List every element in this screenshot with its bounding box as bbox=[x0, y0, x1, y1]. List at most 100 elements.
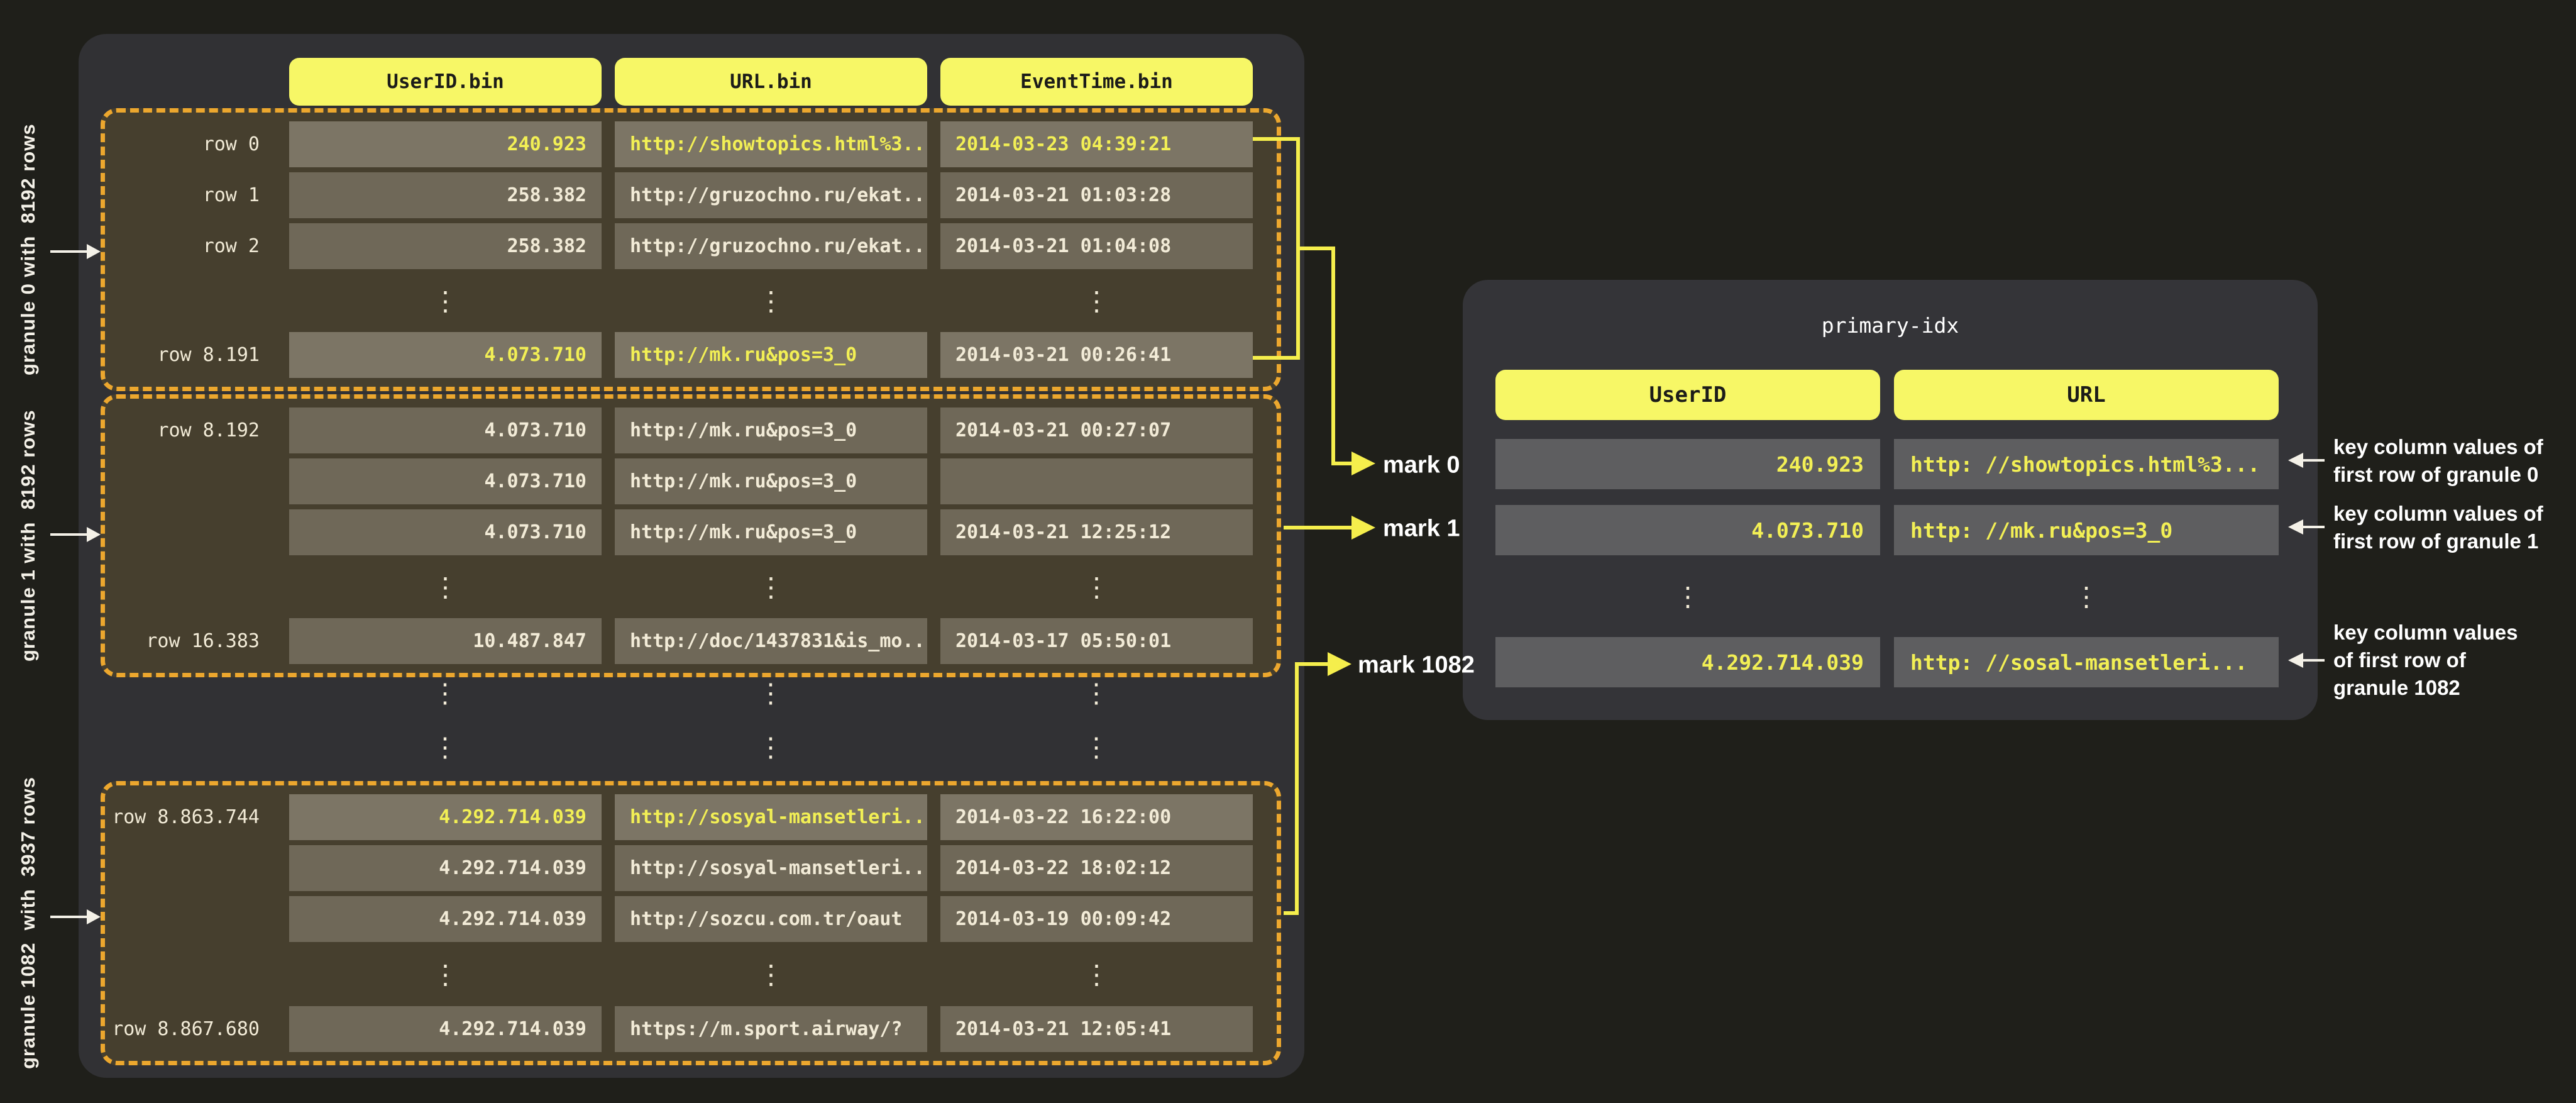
eventtime-cell: 2014-03-21 00:26:41 bbox=[940, 332, 1253, 378]
ellipsis: ⋮ bbox=[289, 947, 602, 1001]
url-cell: http://sozcu.com.tr/oaut bbox=[615, 896, 927, 942]
row-label: row 8.192 bbox=[105, 407, 276, 453]
granule-0-bracket-top bbox=[1253, 137, 1296, 141]
ellipsis: ⋮ bbox=[289, 560, 602, 613]
row-label bbox=[105, 845, 276, 891]
index-url-header: URL bbox=[1894, 370, 2279, 420]
mark-1-connector bbox=[1284, 526, 1353, 529]
mark-1-arrowhead-icon bbox=[1351, 516, 1375, 540]
eventtime-cell: 2014-03-17 05:50:01 bbox=[940, 618, 1253, 664]
ellipsis: ⋮ bbox=[1083, 678, 1109, 709]
mark-1082-connector-rise bbox=[1295, 662, 1299, 915]
index-ellipsis-row: ⋮⋮ bbox=[1495, 571, 2279, 621]
userid-cell: 4.073.710 bbox=[289, 332, 602, 378]
granule-0-box: row 0240.923http://showtopics.html%3...2… bbox=[101, 108, 1281, 391]
annotation-0-arrow-line bbox=[2303, 459, 2325, 462]
annotation-line: of first row of bbox=[2333, 646, 2518, 674]
table-row: row 8.863.7444.292.714.039http://sosyal-… bbox=[105, 794, 1277, 840]
index-row: 240.923http: //showtopics.html%3... bbox=[1495, 439, 2279, 489]
eventtime-cell: 2014-03-19 00:09:42 bbox=[940, 896, 1253, 942]
userid-cell: 240.923 bbox=[289, 121, 602, 167]
row-label-spacer bbox=[105, 560, 276, 613]
granule-1082-lead-line bbox=[50, 916, 88, 918]
eventtime-cell: 2014-03-23 04:39:21 bbox=[940, 121, 1253, 167]
annotation-line: granule 1082 bbox=[2333, 674, 2518, 702]
index-userid-cell: 240.923 bbox=[1495, 439, 1880, 489]
eventtime-cell: 2014-03-21 12:05:41 bbox=[940, 1006, 1253, 1052]
mark-0-connector-end bbox=[1331, 462, 1354, 465]
ellipsis: ⋮ bbox=[615, 947, 927, 1001]
granule-0-lead-arrowhead-icon bbox=[87, 244, 101, 259]
eventtime-cell: 2014-03-21 00:27:07 bbox=[940, 407, 1253, 453]
userid-cell: 258.382 bbox=[289, 223, 602, 269]
granule-1-box: row 8.192 4.073.710 http://mk.ru&pos=3_0 20… bbox=[101, 394, 1281, 677]
mark-1082-arrowhead-icon bbox=[1328, 652, 1351, 676]
annotation-0-arrowhead-icon bbox=[2288, 453, 2303, 468]
userid-cell: 10.487.847 bbox=[289, 618, 602, 664]
ellipsis: ⋮ bbox=[615, 560, 927, 613]
userid-cell: 258.382 bbox=[289, 172, 602, 218]
eventtime-cell: 2014-03-21 01:04:08 bbox=[940, 223, 1253, 269]
userid-bin-header: UserID.bin bbox=[289, 58, 602, 106]
annotation-granule-1: key column values offirst row of granule… bbox=[2333, 500, 2543, 555]
granule-1082-lead-arrowhead-icon bbox=[87, 909, 101, 924]
ellipsis: ⋮ bbox=[1495, 571, 1880, 621]
mark-0-arrowhead-icon bbox=[1351, 452, 1375, 475]
ellipsis: ⋮ bbox=[432, 678, 458, 709]
userid-cell: 4.073.710 bbox=[289, 407, 602, 453]
url-cell: http://mk.ru&pos=3_0 bbox=[615, 332, 927, 378]
mark-0-label: mark 0 bbox=[1383, 452, 1460, 479]
row-label: row 8.191 bbox=[105, 332, 276, 378]
userid-cell: 4.292.714.039 bbox=[289, 794, 602, 840]
primary-index-title: primary-idx bbox=[1463, 313, 2318, 338]
annotation-line: key column values of bbox=[2333, 433, 2543, 461]
annotation-line: first row of granule 0 bbox=[2333, 461, 2543, 489]
ellipsis-row: ⋮⋮⋮ bbox=[105, 947, 1277, 1001]
url-cell: https://m.sport.airway/? bbox=[615, 1006, 927, 1052]
row-label-spacer bbox=[105, 274, 276, 327]
table-row: 4.292.714.039http://sosyal-mansetleri...… bbox=[105, 845, 1277, 891]
row-label: row 16.383 bbox=[105, 618, 276, 664]
annotation-granule-0: key column values offirst row of granule… bbox=[2333, 433, 2543, 489]
eventtime-cell: 2014-03-21 01:03:28 bbox=[940, 172, 1253, 218]
userid-cell: 4.292.714.039 bbox=[289, 1006, 602, 1052]
mark-1-label: mark 1 bbox=[1383, 516, 1460, 543]
annotation-line: key column values of bbox=[2333, 500, 2543, 528]
ellipsis: ⋮ bbox=[615, 274, 927, 327]
index-url-cell: http: //mk.ru&pos=3_0 bbox=[1894, 505, 2279, 555]
ellipsis: ⋮ bbox=[940, 274, 1253, 327]
table-row: row 8.867.6804.292.714.039https://m.spor… bbox=[105, 1006, 1277, 1052]
granule-1-lead-arrowhead-icon bbox=[87, 527, 101, 542]
row-label bbox=[105, 458, 276, 504]
table-row: row 16.38310.487.847http://doc/1437831&i… bbox=[105, 618, 1277, 664]
ellipsis: ⋮ bbox=[757, 732, 784, 763]
url-cell: http://gruzochno.ru/ekat... bbox=[615, 223, 927, 269]
row-label: row 8.863.744 bbox=[105, 794, 276, 840]
userid-cell: 4.073.710 bbox=[289, 458, 602, 504]
eventtime-cell: 2014-03-21 12:25:12 bbox=[940, 509, 1253, 555]
granule-0-label: granule 0 with 8192 rows bbox=[6, 108, 50, 391]
row-label: row 0 bbox=[105, 121, 276, 167]
eventtime-bin-header: EventTime.bin bbox=[940, 58, 1253, 106]
userid-cell: 4.292.714.039 bbox=[289, 845, 602, 891]
ellipsis-row: ⋮⋮⋮ bbox=[105, 274, 1277, 327]
mark-1082-label: mark 1082 bbox=[1358, 652, 1475, 679]
index-userid-header: UserID bbox=[1495, 370, 1880, 420]
annotation-1-arrow-line bbox=[2303, 526, 2325, 528]
row-label-spacer bbox=[105, 947, 276, 1001]
userid-cell: 4.073.710 bbox=[289, 509, 602, 555]
granule-1-label: granule 1 with 8192 rows bbox=[6, 394, 50, 677]
granule-1082-box: row 8.863.744 4.292.714.039http://sosyal-… bbox=[101, 781, 1281, 1065]
mark-0-connector-drop bbox=[1331, 247, 1335, 465]
table-row: 4.073.710 http://mk.ru&pos=3_0 bbox=[105, 458, 1277, 504]
annotation-line: key column values bbox=[2333, 619, 2518, 646]
annotation-line: first row of granule 1 bbox=[2333, 528, 2543, 555]
granule-1082-label: granule 1082 with 3937 rows bbox=[6, 781, 50, 1065]
ellipsis: ⋮ bbox=[432, 732, 458, 763]
eventtime-cell bbox=[940, 458, 1253, 504]
url-cell: http://mk.ru&pos=3_0 bbox=[615, 458, 927, 504]
table-row: row 8.1924.073.710http://mk.ru&pos=3_020… bbox=[105, 407, 1277, 453]
row-label bbox=[105, 509, 276, 555]
row-label: row 2 bbox=[105, 223, 276, 269]
